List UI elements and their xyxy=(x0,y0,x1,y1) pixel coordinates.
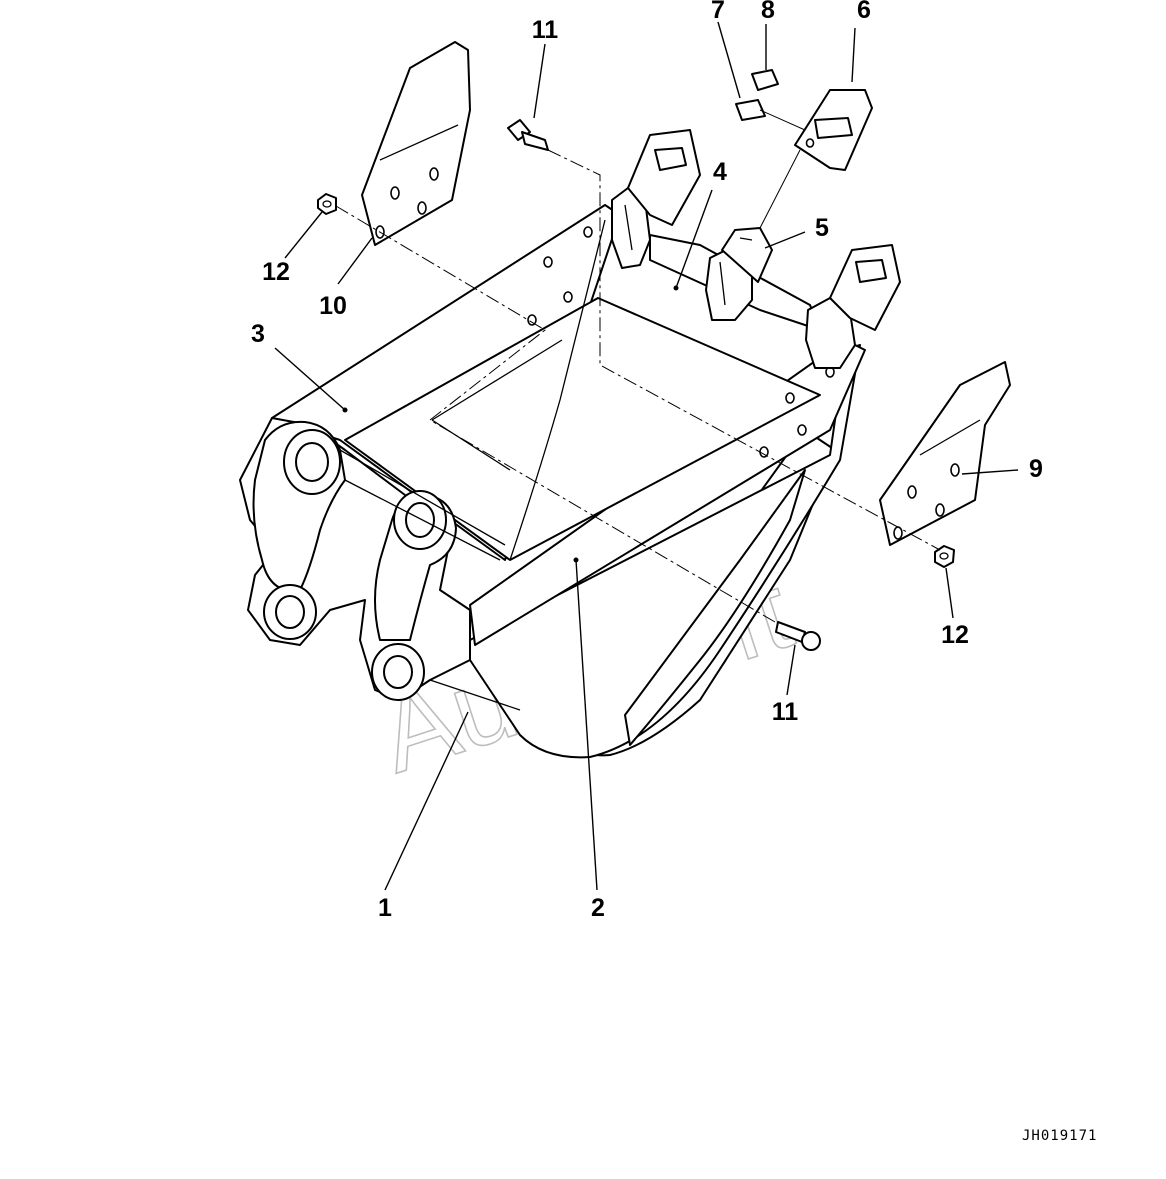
callout-1: 1 xyxy=(378,894,392,922)
nut-12-left xyxy=(317,193,337,215)
tooth-middle xyxy=(705,227,773,321)
tooth-point-6 xyxy=(794,89,873,171)
callout-10: 10 xyxy=(319,292,347,320)
lock-7 xyxy=(735,99,766,121)
tooth-left xyxy=(611,129,701,269)
callout-11-bottom: 11 xyxy=(772,698,799,726)
callout-3: 3 xyxy=(251,320,265,348)
side-cutter-10 xyxy=(361,41,471,246)
side-cutter-9 xyxy=(879,361,1011,546)
callout-12-right: 12 xyxy=(941,621,969,649)
callout-8: 8 xyxy=(761,0,775,24)
tooth-right xyxy=(805,244,901,369)
callout-4: 4 xyxy=(713,158,727,186)
callout-6: 6 xyxy=(857,0,871,24)
callout-5: 5 xyxy=(815,214,829,242)
callout-9: 9 xyxy=(1029,455,1043,483)
callouts: 1 2 3 4 5 6 7 8 9 10 11 11 12 12 xyxy=(251,0,1043,922)
leader-lines xyxy=(274,21,1019,891)
nut-12-right xyxy=(934,545,955,568)
callout-12-left: 12 xyxy=(262,258,290,286)
pin-8 xyxy=(751,69,779,91)
drawing-code: JH019171 xyxy=(1022,1128,1097,1144)
callout-7: 7 xyxy=(711,0,725,24)
bolt-11-top xyxy=(507,119,549,151)
callout-11-top: 11 xyxy=(532,16,559,44)
callout-2: 2 xyxy=(591,894,605,922)
assembly-lines xyxy=(335,109,941,623)
bolt-11-bottom xyxy=(775,621,821,651)
bucket-body xyxy=(239,204,866,759)
